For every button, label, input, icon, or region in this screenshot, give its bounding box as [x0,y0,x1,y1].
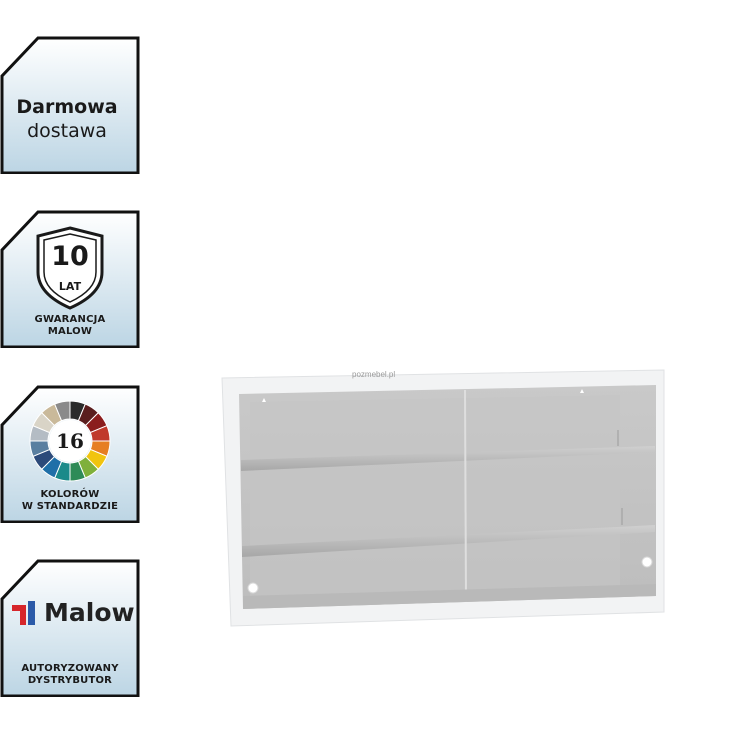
badge-caption-line1: AUTORYZOWANY [21,663,119,674]
badge-caption-line2: MALOW [47,326,93,337]
shield-icon: 10 LAT [36,226,104,310]
malow-logo-icon [12,601,35,625]
color-count: 16 [56,429,84,453]
warranty-unit: LAT [59,280,82,293]
brand-name: Malow [44,598,135,627]
badge-subtitle: dostawa [27,120,107,142]
watermark-text: pozmebel.pl [352,370,396,379]
badge-title: Darmowa [16,96,118,118]
dealer-badge: Malow AUTORYZOWANY DYSTRYBUTOR [0,559,140,697]
badge-frame [0,36,140,174]
warranty-years: 10 [51,241,89,272]
badge-caption-line1: GWARANCJA [34,314,106,325]
color-swatch [54,400,71,422]
free-delivery-badge: Darmowa dostawa [0,36,140,174]
badge-caption-line2: W STANDARDZIE [21,501,119,512]
badge-caption-line1: KOLORÓW [40,489,100,500]
colors-badge: 16 KOLORÓW W STANDARDZIE [0,385,140,523]
badge-caption-line2: DYSTRYBUTOR [27,675,113,686]
warranty-badge: 10 LAT GWARANCJA MALOW [0,210,140,348]
color-wheel-icon: 16 [29,400,111,482]
badge-frame [0,559,140,697]
